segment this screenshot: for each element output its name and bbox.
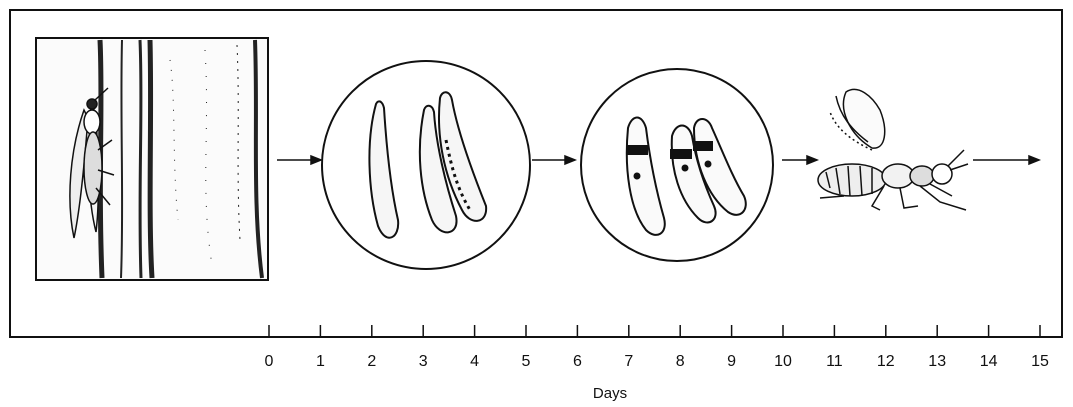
pupae-panel [581, 69, 773, 261]
tick-label: 1 [316, 353, 325, 370]
adult-on-host-panel [36, 38, 268, 280]
tick-label: 6 [573, 353, 582, 370]
tick-label: 9 [727, 353, 736, 370]
emerging-adult-panel [818, 89, 968, 210]
tick-label: 3 [419, 353, 428, 370]
tick-label: 8 [676, 353, 685, 370]
tick-label: 12 [877, 353, 895, 370]
tick-label: 2 [367, 353, 376, 370]
tick-label: 10 [774, 353, 792, 370]
tick-label: 13 [928, 353, 946, 370]
tick-label: 0 [265, 353, 274, 370]
axis-ticks [269, 325, 1040, 337]
tick-label: 7 [624, 353, 633, 370]
wasp-icon [818, 89, 968, 210]
tick-label: 5 [522, 353, 531, 370]
axis-title: Days [593, 385, 627, 402]
tick-label: 14 [980, 353, 998, 370]
tick-label: 4 [470, 353, 479, 370]
tick-label: 11 [826, 353, 843, 370]
tick-label: 15 [1031, 353, 1049, 370]
larvae-panel [322, 61, 530, 269]
